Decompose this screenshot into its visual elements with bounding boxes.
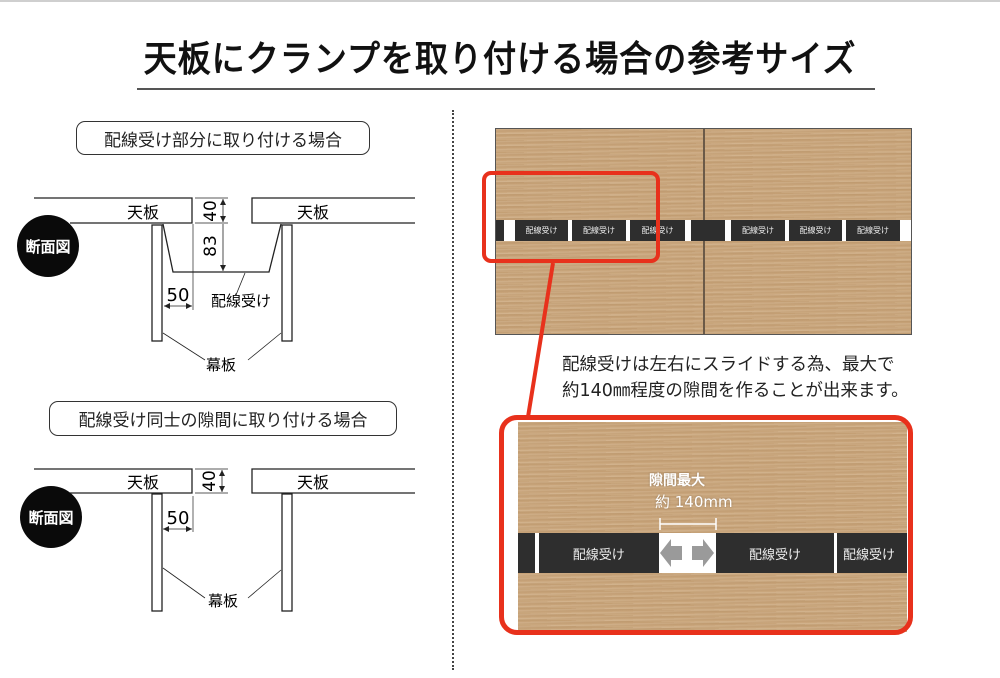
tabletop-right-label: 天板 — [297, 473, 329, 492]
rail-label: 配線受け — [572, 547, 625, 563]
dim-50-label: 50 — [167, 285, 190, 306]
page-title: 天板にクランプを取り付ける場合の参考サイズ — [143, 39, 857, 80]
desk-closeup-photo: 隙間最大 約 140mm 配線受け 配線受け 配線受け — [518, 422, 907, 632]
rail-label: 配線受け — [742, 226, 774, 235]
gap-max-value: 約 140mm — [655, 493, 733, 511]
gap-dimension-line — [659, 518, 717, 530]
title-underline — [137, 88, 875, 90]
gap-max-title: 隙間最大 — [649, 473, 705, 489]
cross-section-badge-1: 断面図 — [17, 215, 79, 277]
note-line-2: 約140㎜程度の隙間を作ることが出来ます。 — [562, 381, 909, 401]
cable-tray-rail: 配線受け 配線受け 配線受け — [518, 533, 907, 573]
rail-label: 配線受け — [748, 547, 801, 563]
highlight-box — [482, 171, 660, 263]
cross-section-diagram-2: 天板 天板 40 50 幕板 — [34, 468, 415, 612]
dim-50-label: 50 — [167, 508, 190, 529]
cable-tray-label: 配線受け — [211, 292, 271, 310]
rail-label: 配線受け — [799, 226, 832, 235]
section1-heading: 配線受け部分に取り付ける場合 — [76, 121, 370, 155]
vertical-dotted-divider — [452, 110, 454, 670]
dim-40-label: 40 — [200, 470, 220, 492]
tabletop-right-label: 天板 — [297, 203, 329, 222]
slide-note: 配線受けは左右にスライドする為、最大で 約140㎜程度の隙間を作ることが出来ます… — [562, 352, 909, 404]
dim-83-label: 83 — [201, 235, 221, 257]
note-line-1: 配線受けは左右にスライドする為、最大で — [562, 355, 895, 375]
rail-label: 配線受け — [857, 226, 889, 235]
section2-heading: 配線受け同士の隙間に取り付ける場合 — [49, 401, 397, 436]
highlight-box-closeup — [499, 415, 913, 635]
rail-label: 配線受け — [843, 547, 896, 563]
left-right-arrow-icon — [658, 533, 716, 573]
desk-top-photo: 配線受け 配線受け 配線受け 配線受け 配線受け 配線受け — [495, 128, 912, 335]
modesty-panel-label: 幕板 — [208, 592, 238, 610]
cross-section-badge-2: 断面図 — [20, 486, 82, 548]
tabletop-left-label: 天板 — [127, 473, 159, 492]
rail-label: 配線受け — [525, 226, 558, 235]
top-border — [0, 0, 1000, 2]
tabletop-left-label: 天板 — [127, 203, 159, 222]
rail-label: 配線受け — [583, 226, 615, 235]
cross-section-diagram-1: 天板 天板 40 83 50 配線受け 幕板 — [34, 197, 415, 374]
modesty-panel-label: 幕板 — [206, 356, 236, 374]
dim-40-label: 40 — [201, 200, 221, 222]
